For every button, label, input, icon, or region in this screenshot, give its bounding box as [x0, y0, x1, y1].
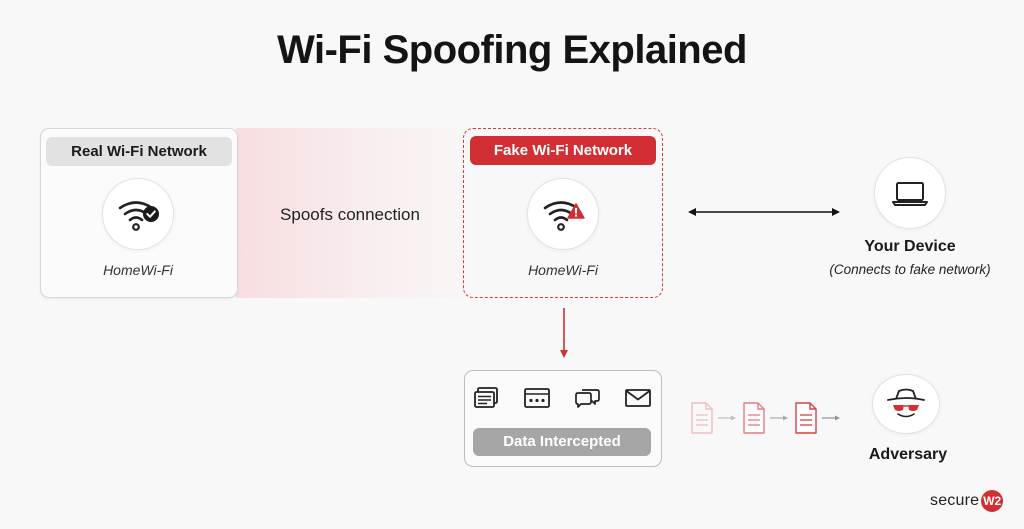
real-network-label: Real Wi-Fi Network: [46, 137, 232, 166]
real-network-ssid: HomeWi-Fi: [103, 262, 173, 278]
fake-network-icon-circle: [527, 178, 599, 250]
wifi-warning-icon: [543, 201, 585, 231]
laptop-icon: [892, 182, 928, 206]
data-intercepted-label: Data Intercepted: [473, 428, 651, 456]
logo-badge: W2: [981, 490, 1004, 512]
logo-text: secure: [930, 492, 980, 509]
fake-network-ssid: HomeWi-Fi: [528, 262, 598, 278]
password-icon: [524, 388, 550, 408]
real-network-icon-circle: [102, 178, 174, 250]
data-flow: [691, 402, 840, 434]
fake-network-label: Fake Wi-Fi Network: [470, 136, 656, 165]
device-icon-circle: [874, 157, 946, 229]
spoof-label: Spoofs connection: [280, 205, 420, 224]
adversary-icon-circle: [872, 374, 940, 434]
spoof-band: [236, 128, 468, 298]
device-label: Your Device: [864, 238, 956, 255]
chat-icon: [575, 389, 600, 408]
wifi-check-icon: [118, 201, 159, 231]
document-icon: [795, 402, 817, 434]
document-icon: [691, 402, 713, 434]
fake-network-card: [463, 128, 663, 298]
mail-icon: [625, 389, 651, 407]
hacker-icon: [887, 388, 925, 418]
bidirectional-arrow: [688, 208, 840, 216]
page-title: Wi-Fi Spoofing Explained: [277, 28, 747, 72]
document-icon: [743, 402, 765, 434]
securew2-logo: secure W2: [930, 490, 1004, 512]
card-stack-icon: [474, 387, 498, 408]
adversary-label: Adversary: [868, 446, 948, 463]
device-note: (Connects to fake network): [829, 262, 991, 277]
down-arrow: [560, 308, 568, 358]
